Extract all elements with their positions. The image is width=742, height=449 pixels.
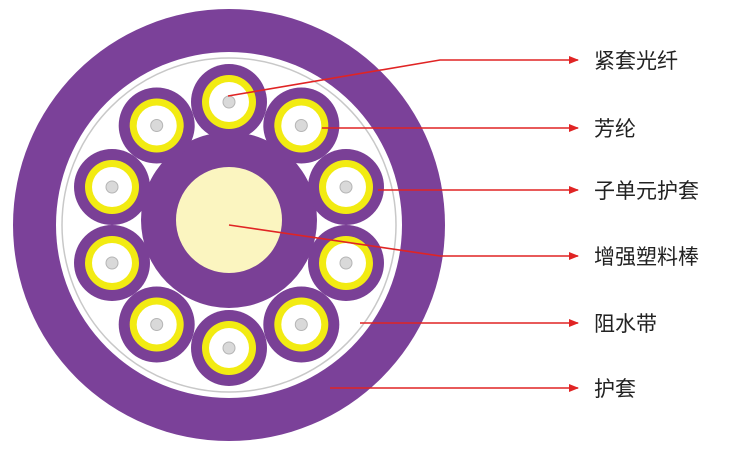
fiber-core <box>294 318 308 331</box>
subunit <box>74 225 150 301</box>
subunit <box>263 87 340 164</box>
subunit <box>308 225 384 301</box>
label-water-block-tape: 阻水带 <box>594 312 657 336</box>
label-tight-buffer-fiber: 紧套光纤 <box>594 49 678 73</box>
fiber-core <box>222 341 236 355</box>
leader-lines <box>227 56 579 392</box>
fiber-core <box>339 256 353 270</box>
label-strength-rod: 增强塑料棒 <box>594 245 699 269</box>
fiber-core <box>222 95 236 109</box>
fiber-core <box>150 318 164 331</box>
subunit <box>191 64 267 140</box>
label-outer-jacket: 护套 <box>594 377 636 401</box>
fiber-core <box>105 256 119 270</box>
fiber-core <box>294 119 308 132</box>
leader-line-tight-buffer-fiber <box>227 56 579 97</box>
leader-line-strength-rod <box>228 224 579 260</box>
subunit <box>308 149 384 225</box>
fiber-core <box>105 180 119 194</box>
water-block-tape <box>61 57 397 393</box>
label-aramid: 芳纶 <box>594 117 636 141</box>
subunit <box>191 310 267 386</box>
label-subunit-jacket: 子单元护套 <box>594 179 699 203</box>
subunit <box>74 149 150 225</box>
strength-rod <box>176 167 282 273</box>
subunit <box>263 286 340 363</box>
labels: 紧套光纤 芳纶 子单元护套 增强塑料棒 阻水带 护套 <box>594 49 699 401</box>
fiber-core <box>339 180 353 194</box>
subunit <box>118 286 195 363</box>
subunit-group <box>74 64 384 386</box>
subunit <box>118 87 195 164</box>
fiber-core <box>150 119 164 132</box>
